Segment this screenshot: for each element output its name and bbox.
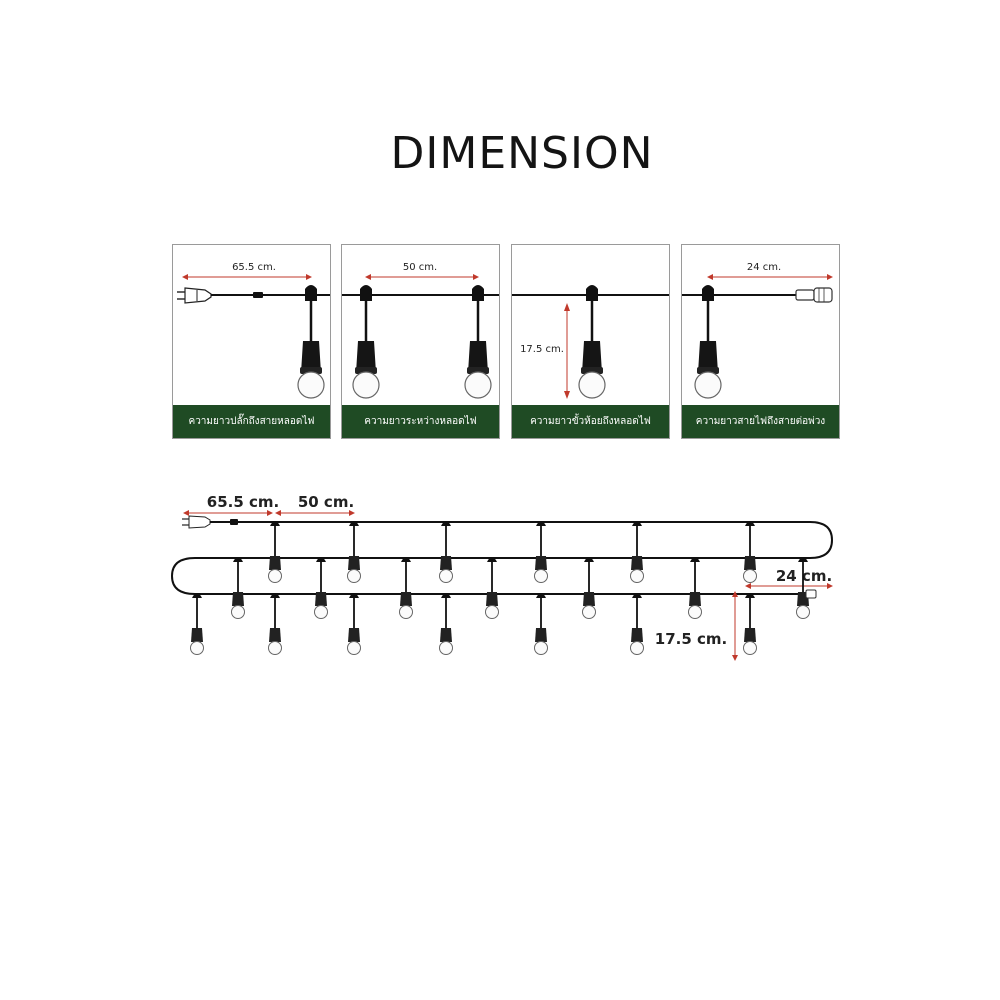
end-connector-diagram: 24 cm. [682,262,833,399]
bulb-icon [297,371,325,399]
panel-plug-to-bulb: 65.5 cm. ความยาวปลั๊กถึงสายหลอดไฟ [172,244,331,439]
lamp [439,593,453,655]
panel-caption: ความยาวขั้วห้อยถึงหลอดไฟ [512,405,669,438]
bulb-spacing-diagram: 50 cm. [342,262,499,399]
dimension-label: 17.5 cm. [520,344,564,355]
lamp-socket-icon [467,285,489,374]
lamp [743,593,757,655]
bulb-icon [464,371,492,399]
bulb-icon [694,371,722,399]
lamp [439,521,453,583]
lamp [796,557,810,619]
bulb-spacing-label: 50 cm. [298,493,354,511]
lamp [485,557,499,619]
panel-end-connector: 24 cm. ความยาวสายไฟถึงสายต่อพ่วง [681,244,840,439]
lamp [582,557,596,619]
page-title: DIMENSION [390,128,654,179]
lamp [630,593,644,655]
lamp [630,521,644,583]
lamp-socket-icon [697,285,719,374]
lamp [190,593,204,655]
lamp [534,521,548,583]
lamp [231,557,245,619]
lamp [347,593,361,655]
connector-icon [795,287,833,303]
plug-icon [182,515,238,529]
lamps-group [190,521,817,655]
panel-caption: ความยาวปลั๊กถึงสายหลอดไฟ [173,405,330,438]
lamp [534,593,548,655]
cable-joint [253,292,263,298]
drop-length-label: 17.5 cm. [655,630,727,648]
plug-to-bulb-diagram: 65.5 cm. [177,262,330,399]
drop-length-diagram: 17.5 cm. [512,285,669,399]
lamp-socket-icon [300,285,322,374]
end-to-connector-label: 24 cm. [776,567,832,585]
dimension-label: 24 cm. [747,262,781,273]
string-light-overview: 65.5 cm. 50 cm. 24 cm. 17.5 cm. [170,493,834,661]
lamp-socket-icon [581,285,603,374]
lamp [314,557,328,619]
lamp [743,521,757,583]
bulb-icon [352,371,380,399]
dimension-label: 50 cm. [403,262,437,273]
panel-caption: ความยาวระหว่างหลอดไฟ [342,405,499,438]
panel-drop-length: 17.5 cm. ความยาวขั้วห้อยถึงหลอดไฟ [511,244,670,439]
lamp [399,557,413,619]
panel-bulb-spacing: 50 cm. ความยาวระหว่างหลอดไฟ [341,244,500,439]
lamp [268,521,282,583]
lamp [347,521,361,583]
lamp [688,557,702,619]
lamp [268,593,282,655]
connector-icon [805,589,817,599]
cable [170,521,834,595]
bulb-icon [578,371,606,399]
plug-icon [177,287,212,304]
plug-to-first-label: 65.5 cm. [207,493,279,511]
dimension-label: 65.5 cm. [232,262,276,273]
lamp-socket-icon [355,285,377,374]
panel-caption: ความยาวสายไฟถึงสายต่อพ่วง [682,405,839,438]
